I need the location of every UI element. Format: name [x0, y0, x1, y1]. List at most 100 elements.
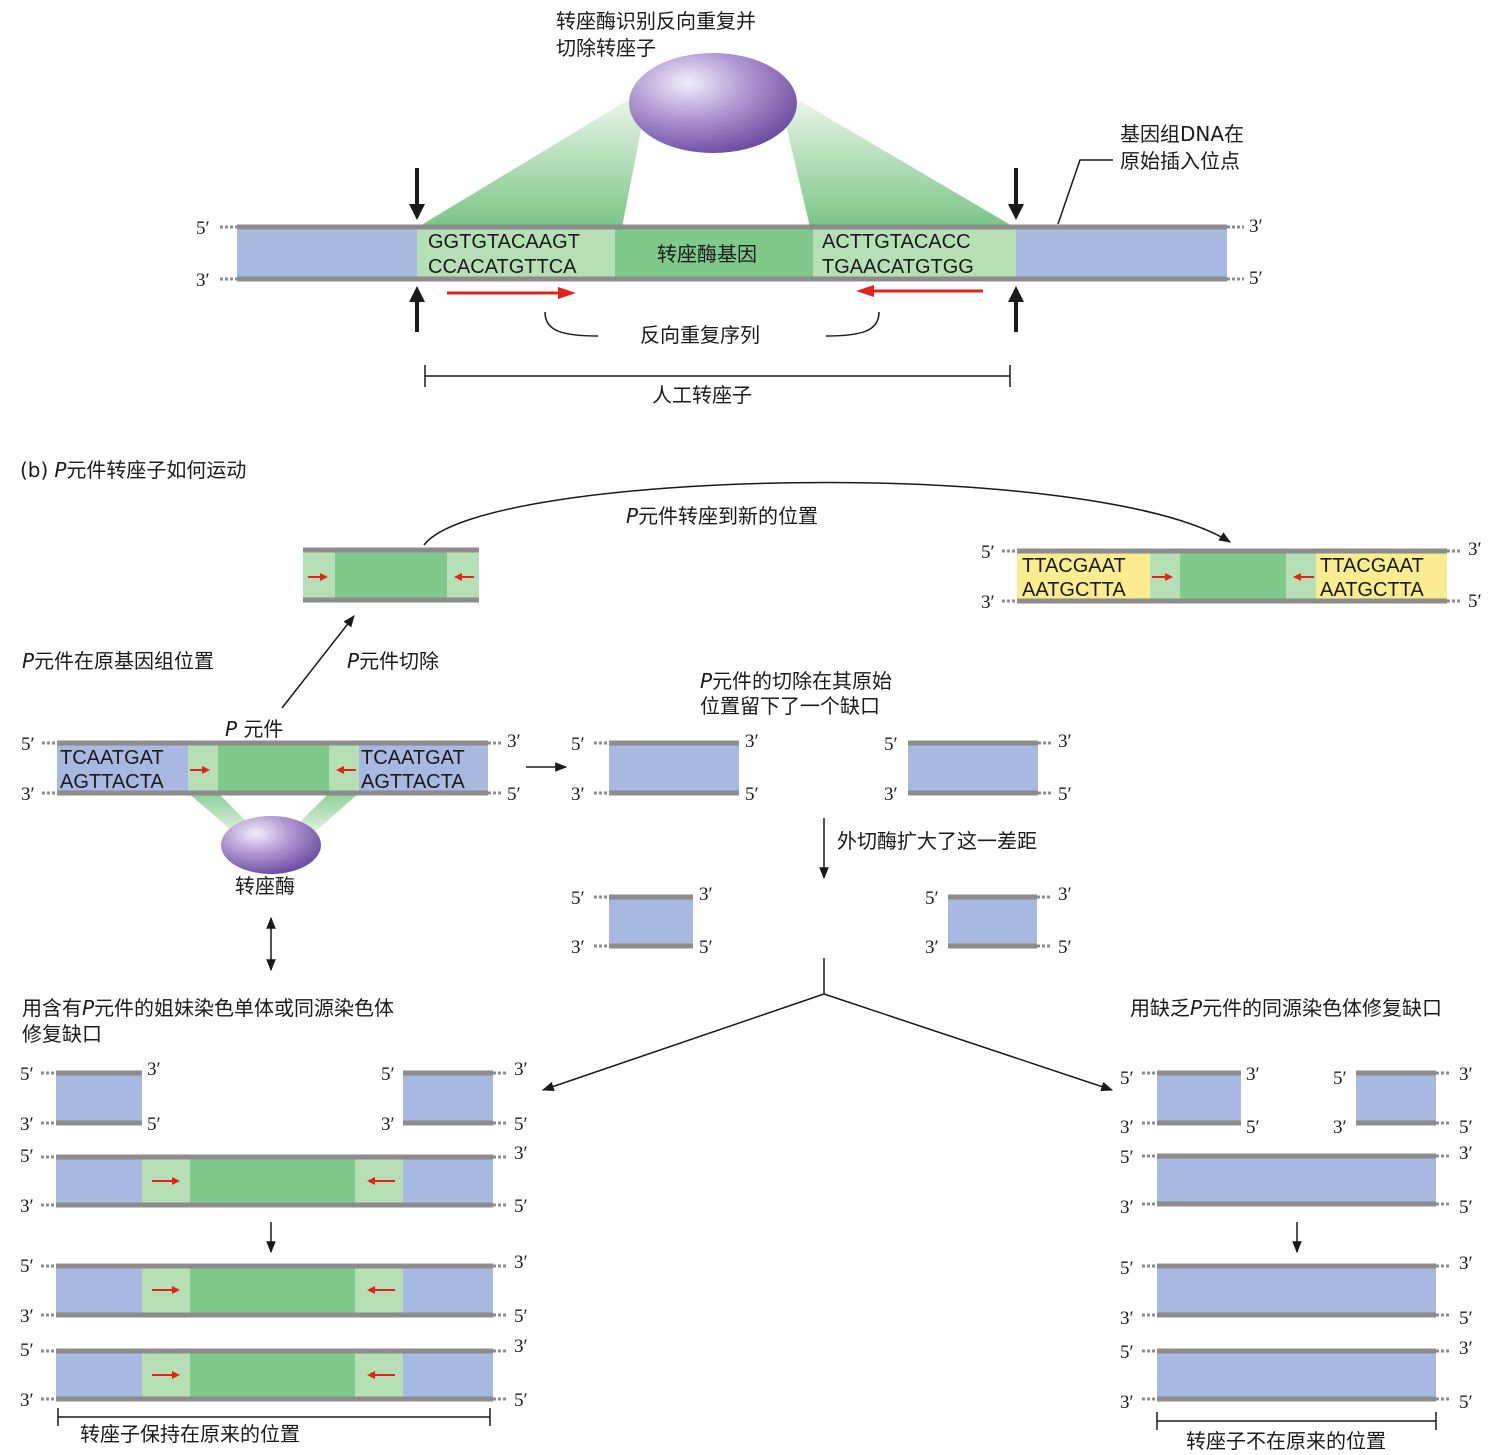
new-site-left-top-sequence: TTACGAAT [1022, 555, 1126, 577]
enzyme-label-line1: 转座酶识别反向重复并 [556, 9, 756, 33]
right-repaired-dna-2 [1142, 1348, 1451, 1402]
transposase-gene-segment [615, 227, 813, 279]
five-prime-end: 5′ [1333, 1068, 1347, 1089]
five-prime-end: 5′ [507, 784, 521, 805]
five-prime-end: 5′ [381, 1064, 395, 1085]
five-prime-end: 5′ [20, 1146, 34, 1167]
gap-label-line2: 位置留下了一个缺口 [700, 694, 880, 718]
site-label-line1: 基因组DNA在 [1120, 122, 1244, 146]
left-repair-label-line2: 修复缺口 [22, 1022, 102, 1046]
three-prime-end: 3′ [884, 784, 898, 805]
five-prime-end: 5′ [1459, 1308, 1473, 1329]
transposase-label: 转座酶 [235, 874, 295, 898]
widened-gap-left [594, 894, 693, 949]
transpose-curve-arrow [423, 481, 1232, 546]
five-prime-end: 5′ [1120, 1342, 1134, 1363]
site-leader-line [1057, 159, 1113, 225]
branch-arrow-right [823, 993, 1114, 1092]
transposase-binding-cone-right [786, 100, 1014, 227]
five-prime-end: 5′ [514, 1390, 528, 1411]
three-prime-end: 3′ [20, 1196, 34, 1217]
left-repaired-dna-1 [41, 1263, 508, 1318]
three-prime-end: 3′ [21, 784, 35, 805]
five-prime-end: 5′ [1468, 591, 1482, 612]
five-prime-end: 5′ [196, 218, 210, 239]
five-prime-end: 5′ [981, 542, 995, 563]
repeat-bracket-right [825, 311, 880, 337]
five-prime-end: 5′ [925, 888, 939, 909]
three-prime-end: 3′ [381, 1114, 395, 1135]
five-prime-end: 5′ [514, 1114, 528, 1135]
three-prime-end: 3′ [1459, 1253, 1473, 1274]
right-repeat-top-sequence: ACTTGTACACC [822, 231, 971, 253]
five-prime-end: 5′ [571, 888, 585, 909]
p-element-label: P 元件 [225, 717, 283, 741]
inverted-repeats-label: 反向重复序列 [640, 323, 760, 347]
site-label-line2: 原始插入位点 [1120, 149, 1240, 173]
excised-p-element [303, 547, 479, 603]
right-repeat-bottom-sequence: TGAACATGTGG [822, 256, 974, 278]
widened-gap-right [948, 894, 1052, 949]
five-prime-end: 5′ [1459, 1197, 1473, 1218]
left-repair-gap-fragments [41, 1070, 508, 1126]
five-prime-end: 5′ [21, 734, 35, 755]
transposase-binding-cone-left [418, 100, 642, 227]
five-prime-end: 5′ [571, 734, 585, 755]
three-prime-end: 3′ [1120, 1308, 1134, 1329]
five-prime-end: 5′ [1120, 1258, 1134, 1279]
original-left-top-sequence: TCAATGAT [60, 747, 164, 769]
homolog-template-no-p [1142, 1153, 1451, 1207]
left-repeat-bottom-sequence: CCACATGTTCA [428, 256, 577, 278]
five-prime-end: 5′ [1459, 1392, 1473, 1413]
transposase-enzyme-shape [629, 53, 797, 153]
three-prime-end: 3′ [507, 731, 521, 752]
right-result-label: 转座子不在原来的位置 [1186, 1429, 1386, 1453]
right-repair-gap-fragments [1142, 1070, 1451, 1126]
transposase-cone-right [292, 793, 359, 836]
five-prime-end: 5′ [699, 937, 713, 958]
three-prime-end: 3′ [1058, 884, 1072, 905]
excision-label: P元件切除 [347, 649, 439, 673]
new-insertion-site [1002, 548, 1462, 604]
three-prime-end: 3′ [196, 270, 210, 291]
three-prime-end: 3′ [925, 937, 939, 958]
three-prime-end: 3′ [20, 1306, 34, 1327]
five-prime-end: 5′ [745, 784, 759, 805]
panel-b: (b)P元件转座子如何运动 P元件转座到新的位置 [20, 458, 1482, 1453]
gap-fragment-left [594, 740, 739, 796]
cut-site-arrows [409, 168, 1024, 332]
five-prime-end: 5′ [514, 1306, 528, 1327]
three-prime-end: 3′ [699, 884, 713, 905]
five-prime-end: 5′ [1120, 1147, 1134, 1168]
five-prime-end: 5′ [20, 1256, 34, 1277]
right-inverted-repeat-segment [813, 227, 1016, 279]
left-inverted-repeat-segment [417, 227, 615, 279]
three-prime-end: 3′ [514, 1059, 528, 1080]
five-prime-end: 5′ [20, 1340, 34, 1361]
sister-template-with-p [41, 1154, 508, 1208]
new-site-left-bottom-sequence: AATGCTTA [1022, 579, 1126, 601]
exonuclease-label: 外切酶扩大了这一差距 [837, 829, 1037, 853]
new-site-right-bottom-sequence: AATGCTTA [1320, 579, 1424, 601]
right-repaired-dna-1 [1142, 1263, 1451, 1318]
branch-arrow-left [541, 993, 825, 1092]
five-prime-end: 5′ [1058, 937, 1072, 958]
left-result-label: 转座子保持在原来的位置 [80, 1422, 300, 1446]
five-prime-end: 5′ [20, 1064, 34, 1085]
original-position-label: P元件在原基因组位置 [22, 649, 214, 673]
left-repaired-dna-2 [41, 1348, 508, 1402]
excision-arrow [281, 615, 355, 709]
five-prime-end: 5′ [514, 1196, 528, 1217]
repeat-bracket-left [544, 311, 599, 337]
gap-fragment-right [908, 740, 1053, 796]
right-repair-label: 用缺乏P元件的同源染色体修复缺口 [1130, 996, 1442, 1020]
three-prime-end: 3′ [1333, 1117, 1347, 1138]
three-prime-end: 3′ [20, 1114, 34, 1135]
three-prime-end: 3′ [514, 1252, 528, 1273]
three-prime-end: 3′ [1459, 1338, 1473, 1359]
three-prime-end: 3′ [514, 1336, 528, 1357]
artificial-transposon-label: 人工转座子 [652, 383, 752, 407]
panel-a: 转座酶识别反向重复并 切除转座子 5′ 3′ 3′ 5′ GGTGTACAAGT… [196, 9, 1263, 407]
five-prime-end: 5′ [1058, 784, 1072, 805]
